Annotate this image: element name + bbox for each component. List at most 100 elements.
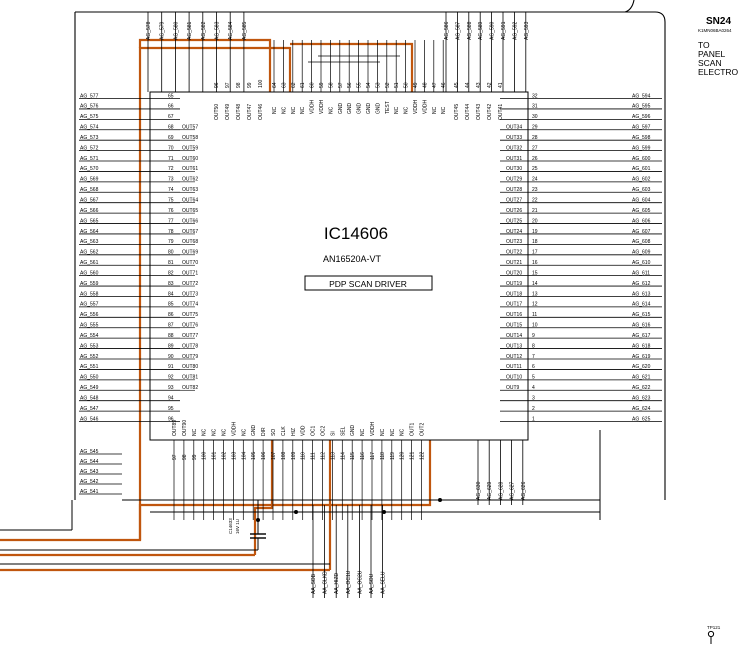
top-pin-name: NC [272,106,278,114]
bus-vddh-left [0,46,292,542]
right-out-label: OUT24 [506,229,522,235]
left-ag-label: AG_556 [80,312,99,318]
right-out-label: OUT11 [506,364,522,370]
bottom-pin-name: NC [390,428,396,436]
left-pin-number: 91 [168,364,174,370]
left-ag-label: AG_570 [80,166,99,172]
left-ag-label: AG_559 [80,281,99,287]
bottom-pin-number: 113 [330,452,336,460]
right-ag-label: AG_622 [632,385,651,391]
right-ag-label: AG_596 [632,114,651,120]
right-ag-label: AG_609 [632,250,651,256]
bottom-aa-label: AA_OC2U [357,570,363,594]
bottom-pin-number: 97 [172,454,178,460]
top-pin-number: 53 [375,82,381,88]
right-ag-label: AG_608 [632,239,651,245]
ic-part: AN16520A-VT [323,254,382,264]
bottom-pin-name: OUT89 [172,420,178,436]
top-left-out-label: OUT49 [225,104,231,120]
top-pin-number: 54 [366,82,372,88]
right-pin-number: 19 [532,229,538,235]
right-pin-number: 24 [532,177,538,183]
left-pin-number: 65 [168,93,174,99]
left-out-label: OUT66 [182,218,198,224]
bottom-pin-number: 106 [261,451,267,460]
testpoint-label: TP121 [707,625,721,630]
ic-function-box [304,275,433,291]
left-pin-number: 68 [168,125,174,131]
bottom-pin-name: OC2 [321,426,327,437]
top-pin-name: NC [328,106,334,114]
left-out-label: OUT61 [182,166,198,172]
right-pin-number: 10 [532,323,538,329]
junction-dot [382,510,386,514]
top-right-out-label: OUT44 [465,104,471,120]
capacitor-ref: C14633 [228,518,233,534]
right-pin-number: 25 [532,166,538,172]
right-ag-label: AG_607 [632,229,651,235]
top-right-out-label: OUT41 [498,104,504,120]
left-out-label: OUT59 [182,145,198,151]
left-out-label: OUT70 [182,260,198,266]
right-ag-label: AG_615 [632,312,651,318]
left-out-label: OUT67 [182,229,198,235]
left-out-label: OUT72 [182,281,198,287]
left-pin-number: 93 [168,385,174,391]
left-pin-number: 67 [168,114,174,120]
left-ag-label: AG_564 [80,229,99,235]
bottom-pin-name: HIZ [291,428,297,436]
left-ag-label: AG_562 [80,250,99,256]
left-ag-label: AG_577 [80,93,99,99]
left-ag-label: AG_558 [80,291,99,297]
right-pin-number: 11 [532,312,537,318]
right-pin-number: 16 [532,260,538,266]
top-pin-number: 64 [272,82,278,88]
left-pin-number: 86 [168,312,174,318]
right-out-label: OUT28 [506,187,522,193]
top-pin-name: TEST [385,101,391,114]
left-ag-label: AG_549 [80,385,99,391]
left-bottom-ag-label: AG_545 [80,449,99,455]
left-ag-label: AG_576 [80,104,99,110]
right-ag-label: AG_601 [632,166,651,172]
right-out-label: OUT33 [506,135,522,141]
right-ag-label: AG_594 [632,93,651,99]
bottom-pin-number: 122 [420,451,426,460]
top-pin-name: NC [441,106,447,114]
left-out-label: OUT69 [182,250,198,256]
right-ag-label: AG_619 [632,354,651,360]
left-ag-label: AG_567 [80,198,99,204]
bus-vdd-bottom-left [0,440,274,557]
top-pin-number: 58 [328,82,334,88]
left-bottom-ag-label: AG_543 [80,469,99,475]
bottom-pin-name: VDDH [231,421,237,436]
top-pin-name: NC [404,106,410,114]
left-out-label: OUT75 [182,312,198,318]
top-pin-name: NC [291,106,297,114]
left-ag-label: AG_574 [80,125,99,131]
left-ag-label: AG_550 [80,375,99,381]
connector-dest-line-4: ELECTRO [698,67,739,77]
right-pin-number: 29 [532,125,538,131]
right-out-label: OUT9 [506,385,520,391]
right-ag-label: AG_605 [632,208,651,214]
right-ag-label: AG_617 [632,333,651,339]
ic-body [149,91,529,441]
right-pin-number: 7 [532,354,535,360]
top-left-ag-label: AG_584 [228,21,234,40]
bottom-pin-number: 116 [360,452,366,460]
top-left-pin-number: 100 [258,79,264,88]
right-out-label: OUT12 [506,354,522,360]
top-pin-number: 62 [291,82,297,88]
right-pin-number: 3 [532,395,535,401]
right-pin-number: 31 [532,104,538,110]
right-ag-label: AG_625 [632,416,651,422]
left-out-label: OUT60 [182,156,198,162]
right-pin-number: 5 [532,375,535,381]
left-pin-number: 88 [168,333,174,339]
right-out-label: OUT14 [506,333,522,339]
top-pin-name: NC [394,106,400,114]
bottom-ag-label: AG_627 [510,481,516,500]
left-ag-label: AG_561 [80,260,99,266]
right-ag-label: AG_623 [632,395,651,401]
